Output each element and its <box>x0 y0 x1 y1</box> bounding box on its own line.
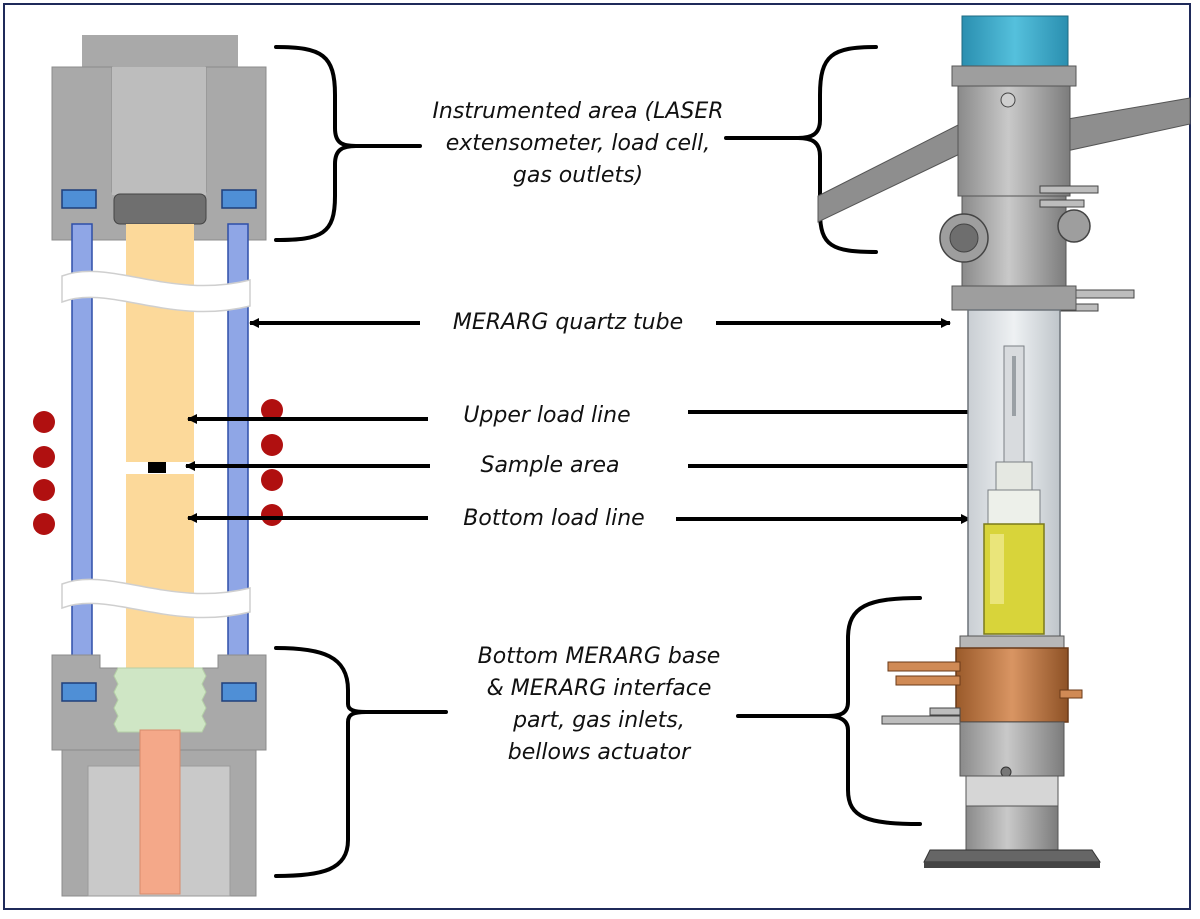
label-sample-area: Sample area <box>480 453 620 478</box>
bellows-actuator-3d <box>959 721 1065 777</box>
brace-top-right <box>724 45 878 254</box>
brace-bottom-left <box>274 646 448 878</box>
brace-bottom-right <box>736 596 922 826</box>
brace-top-left <box>274 45 422 242</box>
rendered-assembly <box>817 15 1191 868</box>
bottom-seal-left <box>61 682 97 702</box>
label-bottom-base: Bottom MERARG base & MERARG interface pa… <box>477 644 721 765</box>
break-mark-top <box>61 270 251 313</box>
load-cell <box>113 193 207 225</box>
base-plate <box>923 849 1101 863</box>
label-instrumented-area: Instrumented area (LASER extensometer, l… <box>432 99 724 188</box>
break-mark-bottom <box>61 578 251 619</box>
window-port-right <box>1057 209 1091 243</box>
sample <box>148 462 166 473</box>
top-cap-plate <box>82 35 238 67</box>
top-seal-left <box>61 189 97 209</box>
interface-part <box>113 667 207 733</box>
bottom-seal-right <box>221 682 257 702</box>
upper-load-line <box>126 224 194 462</box>
gas-inlets <box>887 661 1083 699</box>
top-seal-right <box>221 189 257 209</box>
side-arm-right <box>1061 97 1191 153</box>
instrumented-body <box>957 65 1071 197</box>
label-bottom-load-line: Bottom load line <box>463 506 645 531</box>
bellows-actuator <box>139 729 181 895</box>
heater-coils <box>33 399 283 535</box>
label-quartz-tube: MERARG quartz tube <box>452 310 684 335</box>
arrows <box>185 318 983 524</box>
side-arm-left <box>817 119 969 223</box>
copper-interface-ring <box>955 647 1069 723</box>
label-upper-load-line: Upper load line <box>463 403 631 428</box>
teal-top-cylinder <box>961 15 1069 69</box>
schematic-cross-section <box>33 35 283 897</box>
diagram-frame <box>3 3 1191 910</box>
bottom-load-line <box>126 474 194 668</box>
